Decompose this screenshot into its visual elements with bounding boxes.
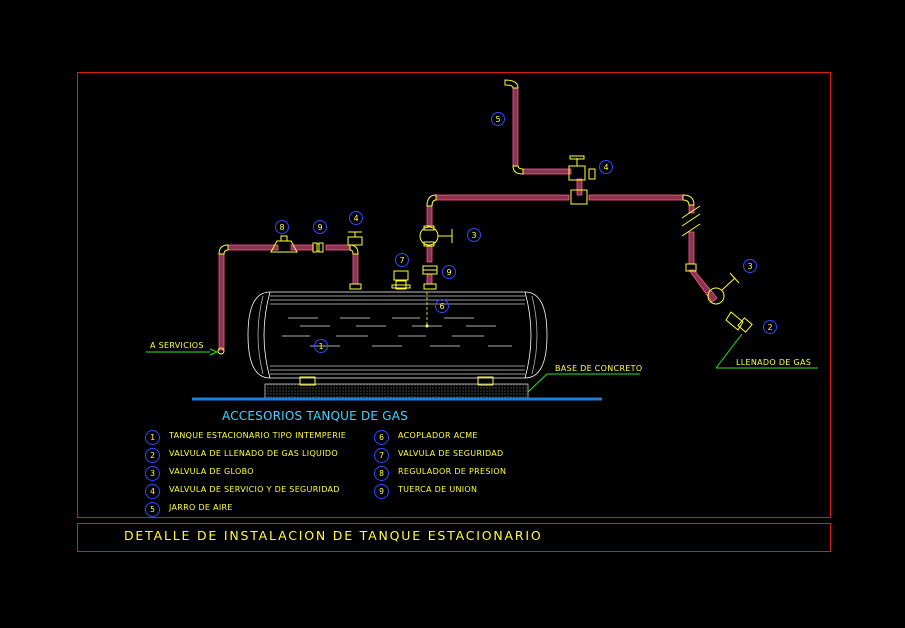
callout-number: 3 [471, 231, 476, 240]
legend-num: 7 [374, 448, 389, 463]
callout-circle [313, 220, 327, 234]
legend-label: REGULADOR DE PRESION [398, 467, 507, 476]
drawing-border [77, 72, 831, 518]
callouts: 5 4 8 9 4 3 7 9 6 1 3 2 [275, 112, 777, 353]
label-llenado-gas: LLENADO DE GAS [736, 358, 811, 367]
callout-number: 9 [317, 223, 322, 232]
callout-c2: 2 [763, 320, 777, 334]
callout-circle [599, 160, 613, 174]
legend-num: 8 [374, 466, 389, 481]
legend-num: 2 [145, 448, 160, 463]
callout-circle [435, 299, 449, 313]
stationary-tank [247, 291, 548, 379]
callout-circle [314, 339, 328, 353]
legend-label: VALVULA DE GLOBO [169, 467, 254, 476]
callout-c3-right: 3 [743, 259, 757, 273]
title-block-border [77, 523, 831, 552]
legend-num: 5 [145, 502, 160, 517]
legend-label: TUERCA DE UNION [398, 485, 478, 494]
callout-c1: 1 [314, 339, 328, 353]
label-base-concreto: BASE DE CONCRETO [555, 364, 642, 373]
callout-number: 3 [747, 262, 752, 271]
tank-supports [299, 376, 494, 386]
callout-circle [491, 112, 505, 126]
legend-heading: ACCESORIOS TANQUE DE GAS [222, 409, 408, 423]
callout-c9-mid: 9 [442, 265, 456, 279]
callout-number: 9 [446, 268, 451, 277]
callout-circle [275, 220, 289, 234]
callout-number: 1 [318, 342, 323, 351]
pipes [218, 87, 718, 351]
label-a-servicios: A SERVICIOS [150, 341, 204, 350]
fittings [217, 79, 753, 355]
callout-circle [442, 265, 456, 279]
callout-c6: 6 [435, 299, 449, 313]
callout-number: 7 [399, 256, 404, 265]
callout-number: 5 [495, 115, 500, 124]
legend-num: 1 [145, 430, 160, 445]
callout-c4-left: 4 [349, 211, 363, 225]
legend-num: 4 [145, 484, 160, 499]
callout-number: 8 [279, 223, 284, 232]
legend-num: 3 [145, 466, 160, 481]
callout-circle [743, 259, 757, 273]
legend-label: ACOPLADOR ACME [398, 431, 478, 440]
callout-number: 4 [603, 163, 608, 172]
callout-c7: 7 [395, 253, 409, 267]
legend-label: TANQUE ESTACIONARIO TIPO INTEMPERIE [169, 431, 347, 440]
callout-circle [395, 253, 409, 267]
callout-number: 6 [439, 302, 444, 311]
drawing-labels: A SERVICIOS BASE DE CONCRETO LLENADO DE … [150, 341, 811, 373]
legend-label: VALVULA DE SEGURIDAD [398, 449, 504, 458]
legend-label: JARRO DE AIRE [169, 503, 233, 512]
leaders [146, 333, 818, 393]
callout-c8: 8 [275, 220, 289, 234]
callout-c3-mid: 3 [467, 228, 481, 242]
callout-c9-left: 9 [313, 220, 327, 234]
callout-circle [467, 228, 481, 242]
callout-number: 4 [353, 214, 358, 223]
legend-label: VALVULA DE LLENADO DE GAS LIQUIDO [169, 449, 338, 458]
callout-circle [763, 320, 777, 334]
legend-num: 6 [374, 430, 389, 445]
drawing-title: DETALLE DE INSTALACION DE TANQUE ESTACIO… [124, 528, 543, 543]
callout-c4-top: 4 [599, 160, 613, 174]
callout-circle [349, 211, 363, 225]
legend-label: VALVULA DE SERVICIO Y DE SEGURIDAD [169, 485, 340, 494]
legend-num: 9 [374, 484, 389, 499]
callout-number: 2 [767, 323, 772, 332]
concrete-base [192, 383, 602, 401]
callout-c5-top: 5 [491, 112, 505, 126]
